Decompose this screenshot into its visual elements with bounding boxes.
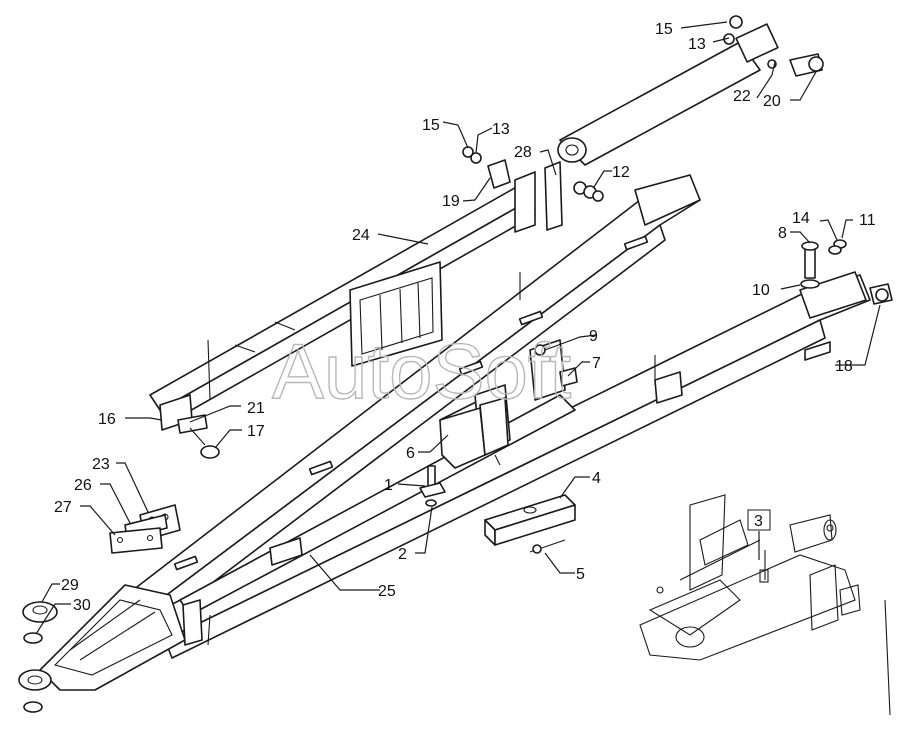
callout-12: 12 <box>612 164 630 181</box>
callout-4: 4 <box>592 470 601 487</box>
callout-1: 1 <box>384 477 393 494</box>
callout-20: 20 <box>763 93 781 110</box>
callout-11: 11 <box>859 212 876 229</box>
callout-17: 17 <box>247 423 265 440</box>
hitch-head <box>18 584 203 713</box>
callout-5: 5 <box>576 566 585 583</box>
callout-21: 21 <box>247 400 265 417</box>
callout-25: 25 <box>378 583 396 600</box>
callout-27: 27 <box>54 499 72 516</box>
callout-19: 19 <box>442 193 460 210</box>
callout-labels: 15 13 22 20 15 13 28 12 19 24 14 11 8 10… <box>54 21 876 614</box>
callout-16: 16 <box>98 411 116 428</box>
bolt-and-nut <box>419 465 446 507</box>
callout-30: 30 <box>73 597 91 614</box>
small-fasteners <box>534 344 578 387</box>
watermark: AutoSoft <box>272 327 572 415</box>
callout-2: 2 <box>398 546 407 563</box>
bracket-plates <box>109 504 181 554</box>
callout-13-top: 13 <box>688 36 706 53</box>
callout-15-mid: 15 <box>422 117 440 134</box>
inset-detail <box>639 494 891 716</box>
pin-part <box>529 539 566 554</box>
wedge-part <box>439 397 509 469</box>
callout-3: 3 <box>754 513 763 530</box>
callout-15-top: 15 <box>655 21 673 38</box>
callout-29: 29 <box>61 577 79 594</box>
callout-7: 7 <box>592 355 601 372</box>
callout-9: 9 <box>589 328 598 345</box>
callout-box-3 <box>747 509 771 531</box>
lower-pins <box>159 394 220 459</box>
upper-frame-beam <box>149 146 604 426</box>
callout-10: 10 <box>752 282 770 299</box>
callout-26: 26 <box>74 477 92 494</box>
callout-23: 23 <box>92 456 110 473</box>
right-bolt-stack <box>800 239 893 305</box>
block-part <box>484 494 576 546</box>
callout-6: 6 <box>406 445 415 462</box>
callout-8: 8 <box>778 225 787 242</box>
hydraulic-cylinder <box>557 15 824 166</box>
callout-13-mid: 13 <box>492 121 510 138</box>
callout-14: 14 <box>792 210 810 227</box>
callout-18: 18 <box>835 358 853 375</box>
callout-24: 24 <box>352 227 370 244</box>
leader-lines <box>35 21 881 635</box>
callout-28: 28 <box>514 144 532 161</box>
callout-22: 22 <box>733 88 751 105</box>
